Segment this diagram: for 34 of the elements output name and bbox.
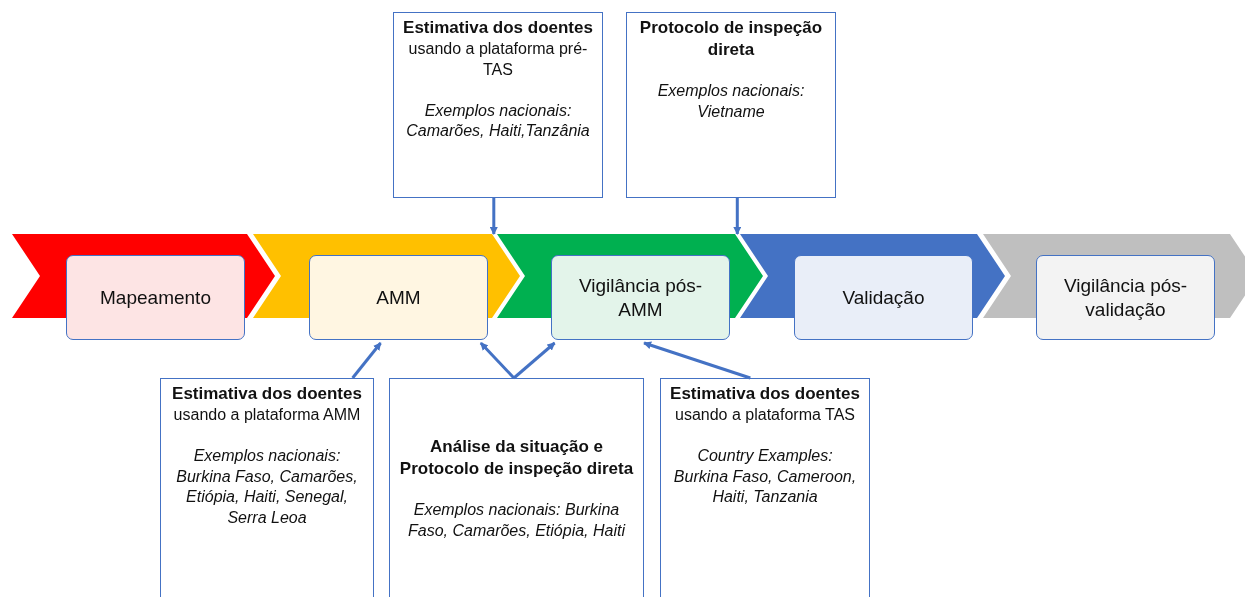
info-box: [626, 12, 836, 198]
box-heading: Estimativa dos doentes: [172, 383, 362, 405]
arrow: [512, 341, 556, 380]
arrow: [479, 341, 516, 380]
examples-note: Exemplos nacionais: Vietname: [656, 81, 806, 122]
examples-note: Exemplos nacionais: Burkina Faso, Camarões, Etiópia, Haiti: [407, 500, 627, 542]
box-text: usando a plataforma TAS: [675, 405, 855, 426]
stage-label: AMM: [376, 285, 421, 310]
arrow: [351, 342, 382, 379]
box-heading: Estimativa dos doentes: [403, 17, 593, 39]
box-heading: Protocolo de inspeção direta: [638, 17, 824, 62]
arrow: [643, 341, 751, 380]
arrow: [489, 198, 498, 235]
examples-note: Exemplos nacionais: Burkina Faso, Camarões, Etiópia, Haiti, Senegal, Serra Leoa: [175, 445, 359, 529]
stage-box: [794, 255, 973, 340]
examples-note: Country Examples: Burkina Faso, Cameroon, Haiti, Tanzania: [672, 445, 858, 508]
examples-note: Exemplos nacionais: Camarões, Haiti,Tanzânia: [405, 100, 591, 142]
stage-box: [1036, 255, 1215, 340]
info-box: [160, 378, 374, 597]
stage-label: Mapeamento: [100, 285, 211, 310]
stage-box: [66, 255, 245, 340]
info-box: [660, 378, 870, 597]
box-heading: Análise da situação e Protocolo de inspeção direta: [398, 436, 635, 481]
stage-label: Vigilância pós-validação: [1062, 273, 1189, 322]
stage-box: [551, 255, 730, 340]
box-heading: Estimativa dos doentes: [670, 383, 860, 405]
stage-label: Vigilância pós-AMM: [577, 273, 704, 322]
info-box: [393, 12, 603, 198]
box-text: usando a plataforma AMM: [173, 405, 361, 426]
info-box: [389, 378, 644, 597]
stage-label: Validação: [842, 285, 925, 310]
box-text: usando a plataforma pré-TAS: [407, 39, 589, 80]
arrow: [733, 198, 742, 235]
stage-box: [309, 255, 488, 340]
